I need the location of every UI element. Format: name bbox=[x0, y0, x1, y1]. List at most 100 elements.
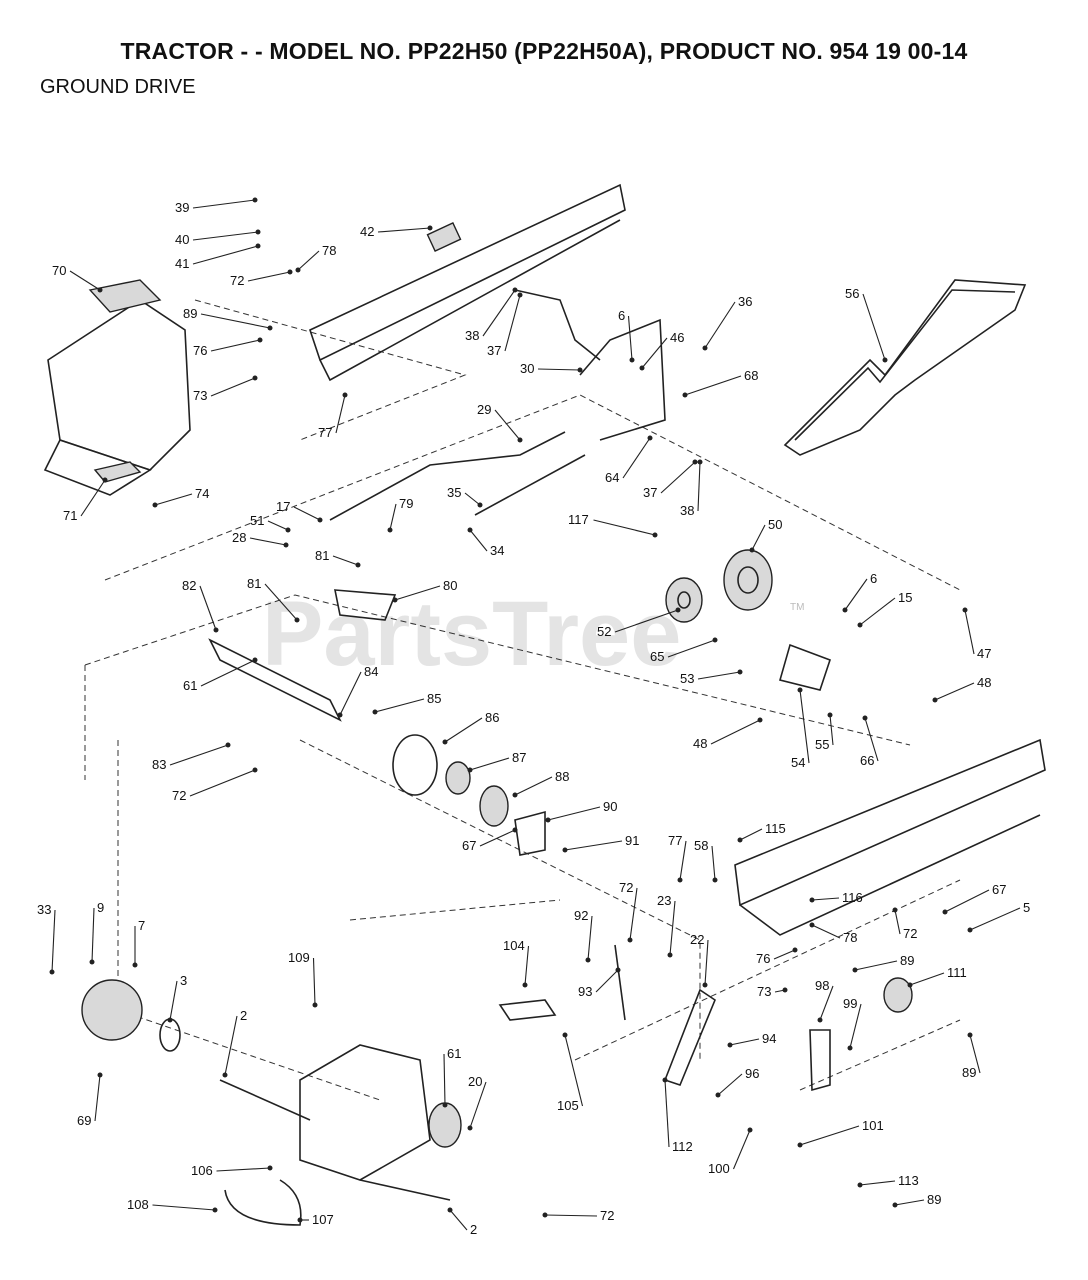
callout-anchor-64 bbox=[647, 435, 653, 441]
callout-leader-106 bbox=[216, 1167, 271, 1172]
callout-label-20: 20 bbox=[468, 1074, 482, 1089]
callout-leader-48 bbox=[934, 682, 975, 701]
callout-leader-64 bbox=[622, 437, 651, 479]
callout-anchor-88 bbox=[512, 792, 518, 798]
callout-anchor-22 bbox=[702, 982, 708, 988]
callout-anchor-107 bbox=[297, 1217, 303, 1223]
callout-label-69: 69 bbox=[77, 1113, 91, 1128]
callout-anchor-34 bbox=[467, 527, 473, 533]
callout-anchor-61 bbox=[252, 657, 258, 663]
callout-label-87: 87 bbox=[512, 750, 526, 765]
callout-label-89: 89 bbox=[962, 1065, 976, 1080]
callout-label-5: 5 bbox=[1023, 900, 1030, 915]
callout-anchor-53 bbox=[737, 669, 743, 675]
callout-leader-55 bbox=[829, 714, 834, 746]
callout-leader-115 bbox=[739, 828, 763, 841]
callout-anchor-74 bbox=[152, 502, 158, 508]
callout-anchor-115 bbox=[737, 837, 743, 843]
callout-anchor-17 bbox=[317, 517, 323, 523]
callout-anchor-105 bbox=[562, 1032, 568, 1038]
callout-anchor-73 bbox=[252, 375, 258, 381]
callout-anchor-113 bbox=[857, 1182, 863, 1188]
callout-anchor-106 bbox=[267, 1165, 273, 1171]
callout-label-61: 61 bbox=[183, 678, 197, 693]
pulleys bbox=[665, 549, 832, 691]
callout-anchor-38 bbox=[512, 287, 518, 293]
transaxle bbox=[81, 979, 462, 1226]
callout-anchor-7 bbox=[132, 962, 138, 968]
callout-anchor-72 bbox=[627, 937, 633, 943]
callout-leader-81 bbox=[264, 583, 298, 621]
callout-label-78: 78 bbox=[322, 243, 336, 258]
callout-anchor-108 bbox=[212, 1207, 218, 1213]
upper-frame bbox=[309, 183, 626, 382]
callout-label-89: 89 bbox=[183, 306, 197, 321]
callout-anchor-41 bbox=[255, 243, 261, 249]
callout-leader-6 bbox=[844, 578, 868, 611]
callout-leader-54 bbox=[799, 689, 810, 764]
callout-anchor-81 bbox=[355, 562, 361, 568]
callout-leader-68 bbox=[684, 375, 742, 396]
callout-anchor-86 bbox=[442, 739, 448, 745]
callout-anchor-87 bbox=[467, 767, 473, 773]
side-rail bbox=[734, 738, 1046, 1013]
callout-leader-37 bbox=[504, 294, 521, 352]
callout-leader-89 bbox=[969, 1034, 981, 1074]
callout-leader-34 bbox=[469, 529, 488, 552]
callout-leader-29 bbox=[494, 409, 521, 441]
callout-label-66: 66 bbox=[860, 753, 874, 768]
callout-label-77: 77 bbox=[318, 425, 332, 440]
callout-leader-93 bbox=[595, 969, 619, 993]
callout-leader-89 bbox=[200, 313, 271, 329]
callout-leader-104 bbox=[524, 945, 530, 986]
callout-leader-38 bbox=[697, 461, 701, 512]
callout-label-73: 73 bbox=[193, 388, 207, 403]
callout-leader-105 bbox=[564, 1034, 584, 1107]
callout-label-89: 89 bbox=[927, 1192, 941, 1207]
callout-leader-39 bbox=[192, 199, 256, 209]
callout-anchor-2 bbox=[222, 1072, 228, 1078]
brake-linkage bbox=[498, 944, 831, 1092]
callout-leader-78 bbox=[811, 924, 841, 939]
callout-layer: 3940414270727889767377383763656304668296… bbox=[37, 197, 1030, 1237]
callout-leader-6 bbox=[627, 315, 633, 361]
callout-anchor-15 bbox=[857, 622, 863, 628]
callout-label-73: 73 bbox=[757, 984, 771, 999]
callout-leader-98 bbox=[819, 985, 834, 1021]
callout-leader-90 bbox=[547, 806, 601, 821]
callout-anchor-6 bbox=[629, 357, 635, 363]
callout-anchor-81 bbox=[294, 617, 300, 623]
callout-leader-17 bbox=[293, 506, 321, 521]
callout-label-39: 39 bbox=[175, 200, 189, 215]
callout-label-35: 35 bbox=[447, 485, 461, 500]
callout-leader-41 bbox=[192, 245, 259, 265]
callout-label-107: 107 bbox=[312, 1212, 334, 1227]
callout-label-78: 78 bbox=[843, 930, 857, 945]
callout-leader-76 bbox=[773, 949, 796, 960]
callout-label-72: 72 bbox=[903, 926, 917, 941]
callout-leader-67 bbox=[944, 889, 990, 913]
callout-leader-80 bbox=[394, 585, 441, 601]
callout-leader-117 bbox=[593, 519, 656, 536]
callout-anchor-67 bbox=[942, 909, 948, 915]
section-subtitle: GROUND DRIVE bbox=[40, 76, 196, 98]
callout-label-53: 53 bbox=[680, 671, 694, 686]
callout-anchor-51 bbox=[285, 527, 291, 533]
callout-label-105: 105 bbox=[557, 1098, 579, 1113]
callout-leader-79 bbox=[389, 503, 397, 531]
callout-label-100: 100 bbox=[708, 1161, 730, 1176]
callout-label-101: 101 bbox=[862, 1118, 884, 1133]
callout-leader-51 bbox=[267, 520, 289, 531]
callout-anchor-37 bbox=[517, 292, 523, 298]
callout-leader-70 bbox=[69, 270, 101, 291]
callout-label-6: 6 bbox=[870, 571, 877, 586]
callout-anchor-77 bbox=[342, 392, 348, 398]
callout-anchor-66 bbox=[862, 715, 868, 721]
callout-leader-33 bbox=[51, 909, 56, 973]
callout-leader-36 bbox=[704, 301, 736, 349]
callout-leader-56 bbox=[862, 293, 886, 361]
callout-anchor-73 bbox=[782, 987, 788, 993]
callout-label-96: 96 bbox=[745, 1066, 759, 1081]
callout-leader-73 bbox=[210, 377, 256, 397]
callout-label-67: 67 bbox=[992, 882, 1006, 897]
